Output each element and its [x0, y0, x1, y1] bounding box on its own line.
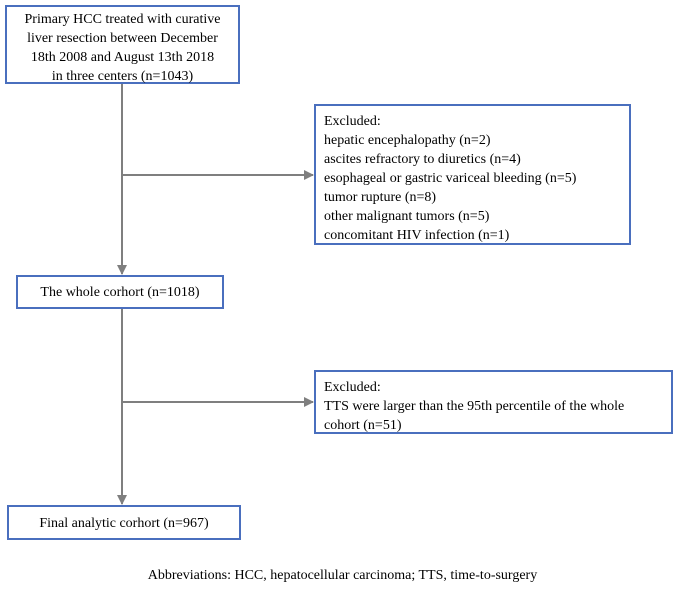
exclusion-2-line: TTS were larger than the 95th percentile…	[324, 399, 625, 414]
primary-box-line: Primary HCC treated with curative	[24, 12, 221, 27]
exclusion-1-item: other malignant tumors (n=5)	[324, 209, 490, 224]
whole-cohort-label: The whole corhort (n=1018)	[40, 285, 200, 300]
exclusion-1-item: concomitant HIV infection (n=1)	[324, 228, 510, 243]
final-cohort-label: Final analytic corhort (n=967)	[39, 516, 209, 531]
exclusion-2-heading: Excluded:	[324, 380, 381, 395]
exclusion-1-item: tumor rupture (n=8)	[324, 190, 437, 205]
primary-box-line: 18th 2008 and August 13th 2018	[30, 50, 215, 65]
abbreviations-footnote: Abbreviations: HCC, hepatocellular carci…	[147, 568, 538, 583]
exclusion-box-2: Excluded: TTS were larger than the 95th …	[314, 370, 673, 434]
primary-box-line: in three centers (n=1043)	[51, 69, 194, 84]
exclusion-1-item: hepatic encephalopathy (n=2)	[324, 133, 491, 148]
exclusion-box-1: Excluded: hepatic encephalopathy (n=2) a…	[314, 104, 631, 245]
final-cohort-box: Final analytic corhort (n=967)	[7, 505, 241, 540]
exclusion-1-item: esophageal or gastric variceal bleeding …	[324, 171, 577, 186]
primary-hcc-box: Primary HCC treated with curative liver …	[5, 5, 240, 84]
primary-box-line: liver resection between December	[27, 31, 218, 46]
whole-cohort-box: The whole corhort (n=1018)	[16, 275, 224, 309]
exclusion-1-item: ascites refractory to diuretics (n=4)	[324, 152, 521, 167]
exclusion-2-line: cohort (n=51)	[324, 418, 402, 433]
exclusion-1-heading: Excluded:	[324, 114, 381, 129]
